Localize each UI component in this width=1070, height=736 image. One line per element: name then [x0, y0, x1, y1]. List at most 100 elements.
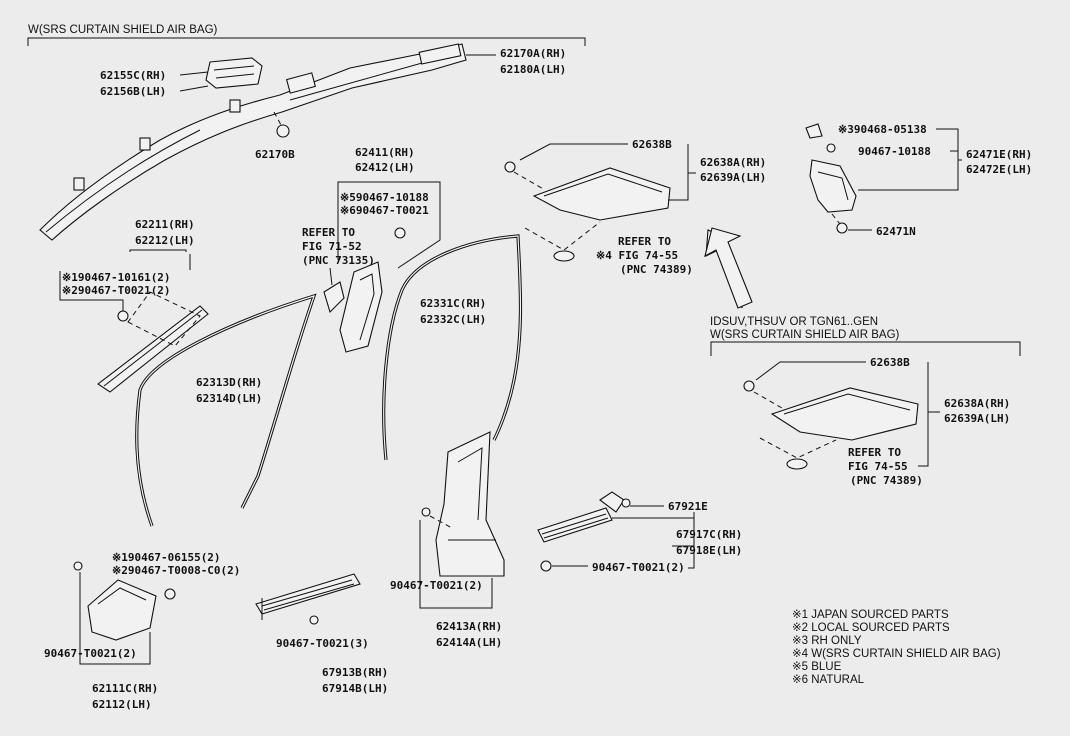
- label-refer-7152-3: (PNC 73135): [302, 254, 375, 267]
- label-62155c: 62155C(RH): [100, 69, 166, 82]
- label-refer-7455-low-1: REFER TO: [848, 446, 901, 459]
- clip-67921e: [621, 498, 631, 508]
- label-62639a-top: 62639A(LH): [700, 171, 766, 184]
- label-62411: 62411(RH): [355, 146, 415, 159]
- leader-62411: [337, 192, 441, 269]
- label-62111-clip1: ※190467-06155(2): [112, 551, 221, 564]
- label-62638b-top: 62638B: [632, 138, 672, 151]
- group-bracket-idsuv: [710, 341, 1021, 356]
- roof-side-garnish-top-part: [532, 167, 671, 221]
- clip-62638b-top: [504, 161, 516, 173]
- label-62472e: 62472E(LH): [966, 163, 1032, 176]
- label-refer-7455-top-3: (PNC 74389): [620, 263, 693, 276]
- clip-67913: [309, 615, 319, 625]
- bracket-62638a-low: [918, 362, 940, 467]
- note-6: ※6 NATURAL: [792, 674, 865, 686]
- bracket-62111: [79, 572, 151, 665]
- clip-62170b: [273, 111, 290, 138]
- clip-62111-b: [164, 588, 176, 600]
- label-refer-7455-top-1: REFER TO: [618, 235, 671, 248]
- bracket-62413: [419, 520, 493, 609]
- label-62211-clip2: ※290467-T0021(2): [62, 284, 171, 297]
- label-62638a-top: 62638A(RH): [700, 156, 766, 169]
- label-62411-clip1: ※590467-10188: [340, 191, 429, 204]
- clip-62471n: [836, 222, 848, 234]
- dash-62638b-top: [513, 171, 546, 191]
- bracket-62211: [129, 249, 187, 252]
- center-pillar-lower-garnish-part: [435, 431, 505, 577]
- label-62331c: 62331C(RH): [420, 297, 486, 310]
- roof-side-garnish-low-part: [770, 387, 919, 441]
- clip-62413: [421, 507, 431, 517]
- leader-refer-7152: [329, 267, 333, 286]
- note-4: ※4 W(SRS CURTAIN SHIELD AIR BAG): [792, 648, 1001, 660]
- clip-62111-a: [73, 561, 83, 571]
- label-62471e-clip1: ※390468-05138: [838, 123, 927, 136]
- curtain-airbag-tube-part: [39, 43, 467, 241]
- group-bracket-srs-top: [27, 37, 586, 46]
- label-62471n: 62471N: [876, 225, 916, 238]
- bracket-62471e: [858, 128, 962, 191]
- note-1: ※1 JAPAN SOURCED PARTS: [792, 609, 949, 621]
- notes-legend: ※1 JAPAN SOURCED PARTS ※2 LOCAL SOURCED …: [792, 609, 1001, 686]
- note-3: ※3 RH ONLY: [792, 635, 862, 647]
- group-label-idsuv-1: IDSUV,THSUV OR TGN61..GEN: [710, 316, 878, 328]
- label-62180a: 62180A(LH): [500, 63, 566, 76]
- label-62111-clip2: ※290467-T0008-C0(2): [112, 564, 240, 577]
- front-scuff-plate-part: [255, 573, 361, 615]
- group-label-idsuv-2: W(SRS CURTAIN SHIELD AIR BAG): [710, 329, 900, 341]
- dash-62471n: [831, 213, 841, 225]
- clip-67917: [540, 560, 552, 572]
- label-62638a-low: 62638A(RH): [944, 397, 1010, 410]
- plug-top: [553, 250, 575, 262]
- label-62412: 62412(LH): [355, 161, 415, 174]
- dash-plug-top: [524, 221, 601, 251]
- label-67913-clip: 90467-T0021(3): [276, 637, 369, 650]
- clip-62638b-low: [743, 380, 755, 392]
- label-62313d: 62313D(RH): [196, 376, 262, 389]
- label-62332c: 62332C(LH): [420, 313, 486, 326]
- label-62414a: 62414A(LH): [436, 636, 502, 649]
- label-refer-7455-top-2: ※4 FIG 74-55: [596, 249, 678, 262]
- label-67921e: 67921E: [668, 500, 708, 513]
- bracket-67917c: [612, 512, 695, 569]
- label-refer-7455-low-3: (PNC 74389): [850, 474, 923, 487]
- label-62471e: 62471E(RH): [966, 148, 1032, 161]
- bracket-62638a-top: [668, 144, 696, 201]
- dash-plug-low: [759, 437, 837, 459]
- label-62411-clip2: ※690467-T0021: [340, 204, 429, 217]
- label-62211-clip1: ※190467-10161(2): [62, 271, 171, 284]
- assist-grip-bracket-part: [809, 159, 857, 213]
- label-62111-clip3: 90467-T0021(2): [44, 647, 137, 660]
- label-67914b: 67914B(LH): [322, 682, 388, 695]
- label-62639a-low: 62639A(LH): [944, 412, 1010, 425]
- rear-scuff-plate-part: [537, 507, 613, 543]
- refer-part-73135: [323, 281, 345, 314]
- clip-62411: [394, 227, 406, 239]
- label-62471e-clip2: 90467-10188: [858, 145, 931, 158]
- label-62111c: 62111C(RH): [92, 682, 158, 695]
- front-pillar-garnish-part: [97, 305, 209, 393]
- front-door-weatherstrip-part: [135, 293, 317, 527]
- leader-62211-clips: [59, 271, 124, 311]
- clip-62211: [117, 310, 129, 322]
- cowl-side-trim-part: [87, 579, 157, 641]
- label-62212: 62212(LH): [135, 234, 195, 247]
- dash-62638b-low: [753, 391, 783, 409]
- label-67917c: 67917C(RH): [676, 528, 742, 541]
- label-62156b: 62156B(LH): [100, 85, 166, 98]
- label-refer-7152-2: FIG 71-52: [302, 240, 362, 253]
- label-62638b-low: 62638B: [870, 356, 910, 369]
- label-62211: 62211(RH): [135, 218, 195, 231]
- label-refer-7152-1: REFER TO: [302, 226, 355, 239]
- label-62112: 62112(LH): [92, 698, 152, 711]
- dash-62413: [429, 515, 453, 529]
- group-label-srs-top: W(SRS CURTAIN SHIELD AIR BAG): [28, 24, 218, 36]
- label-62413a: 62413A(RH): [436, 620, 502, 633]
- clip-90467-10188: [826, 143, 836, 153]
- garnish-clip-path: [127, 291, 201, 347]
- label-62413-clip: 90467-T0021(2): [390, 579, 483, 592]
- note-2: ※2 LOCAL SOURCED PARTS: [792, 622, 950, 634]
- plug-low: [786, 458, 808, 470]
- leader-62638b-low: [755, 361, 866, 381]
